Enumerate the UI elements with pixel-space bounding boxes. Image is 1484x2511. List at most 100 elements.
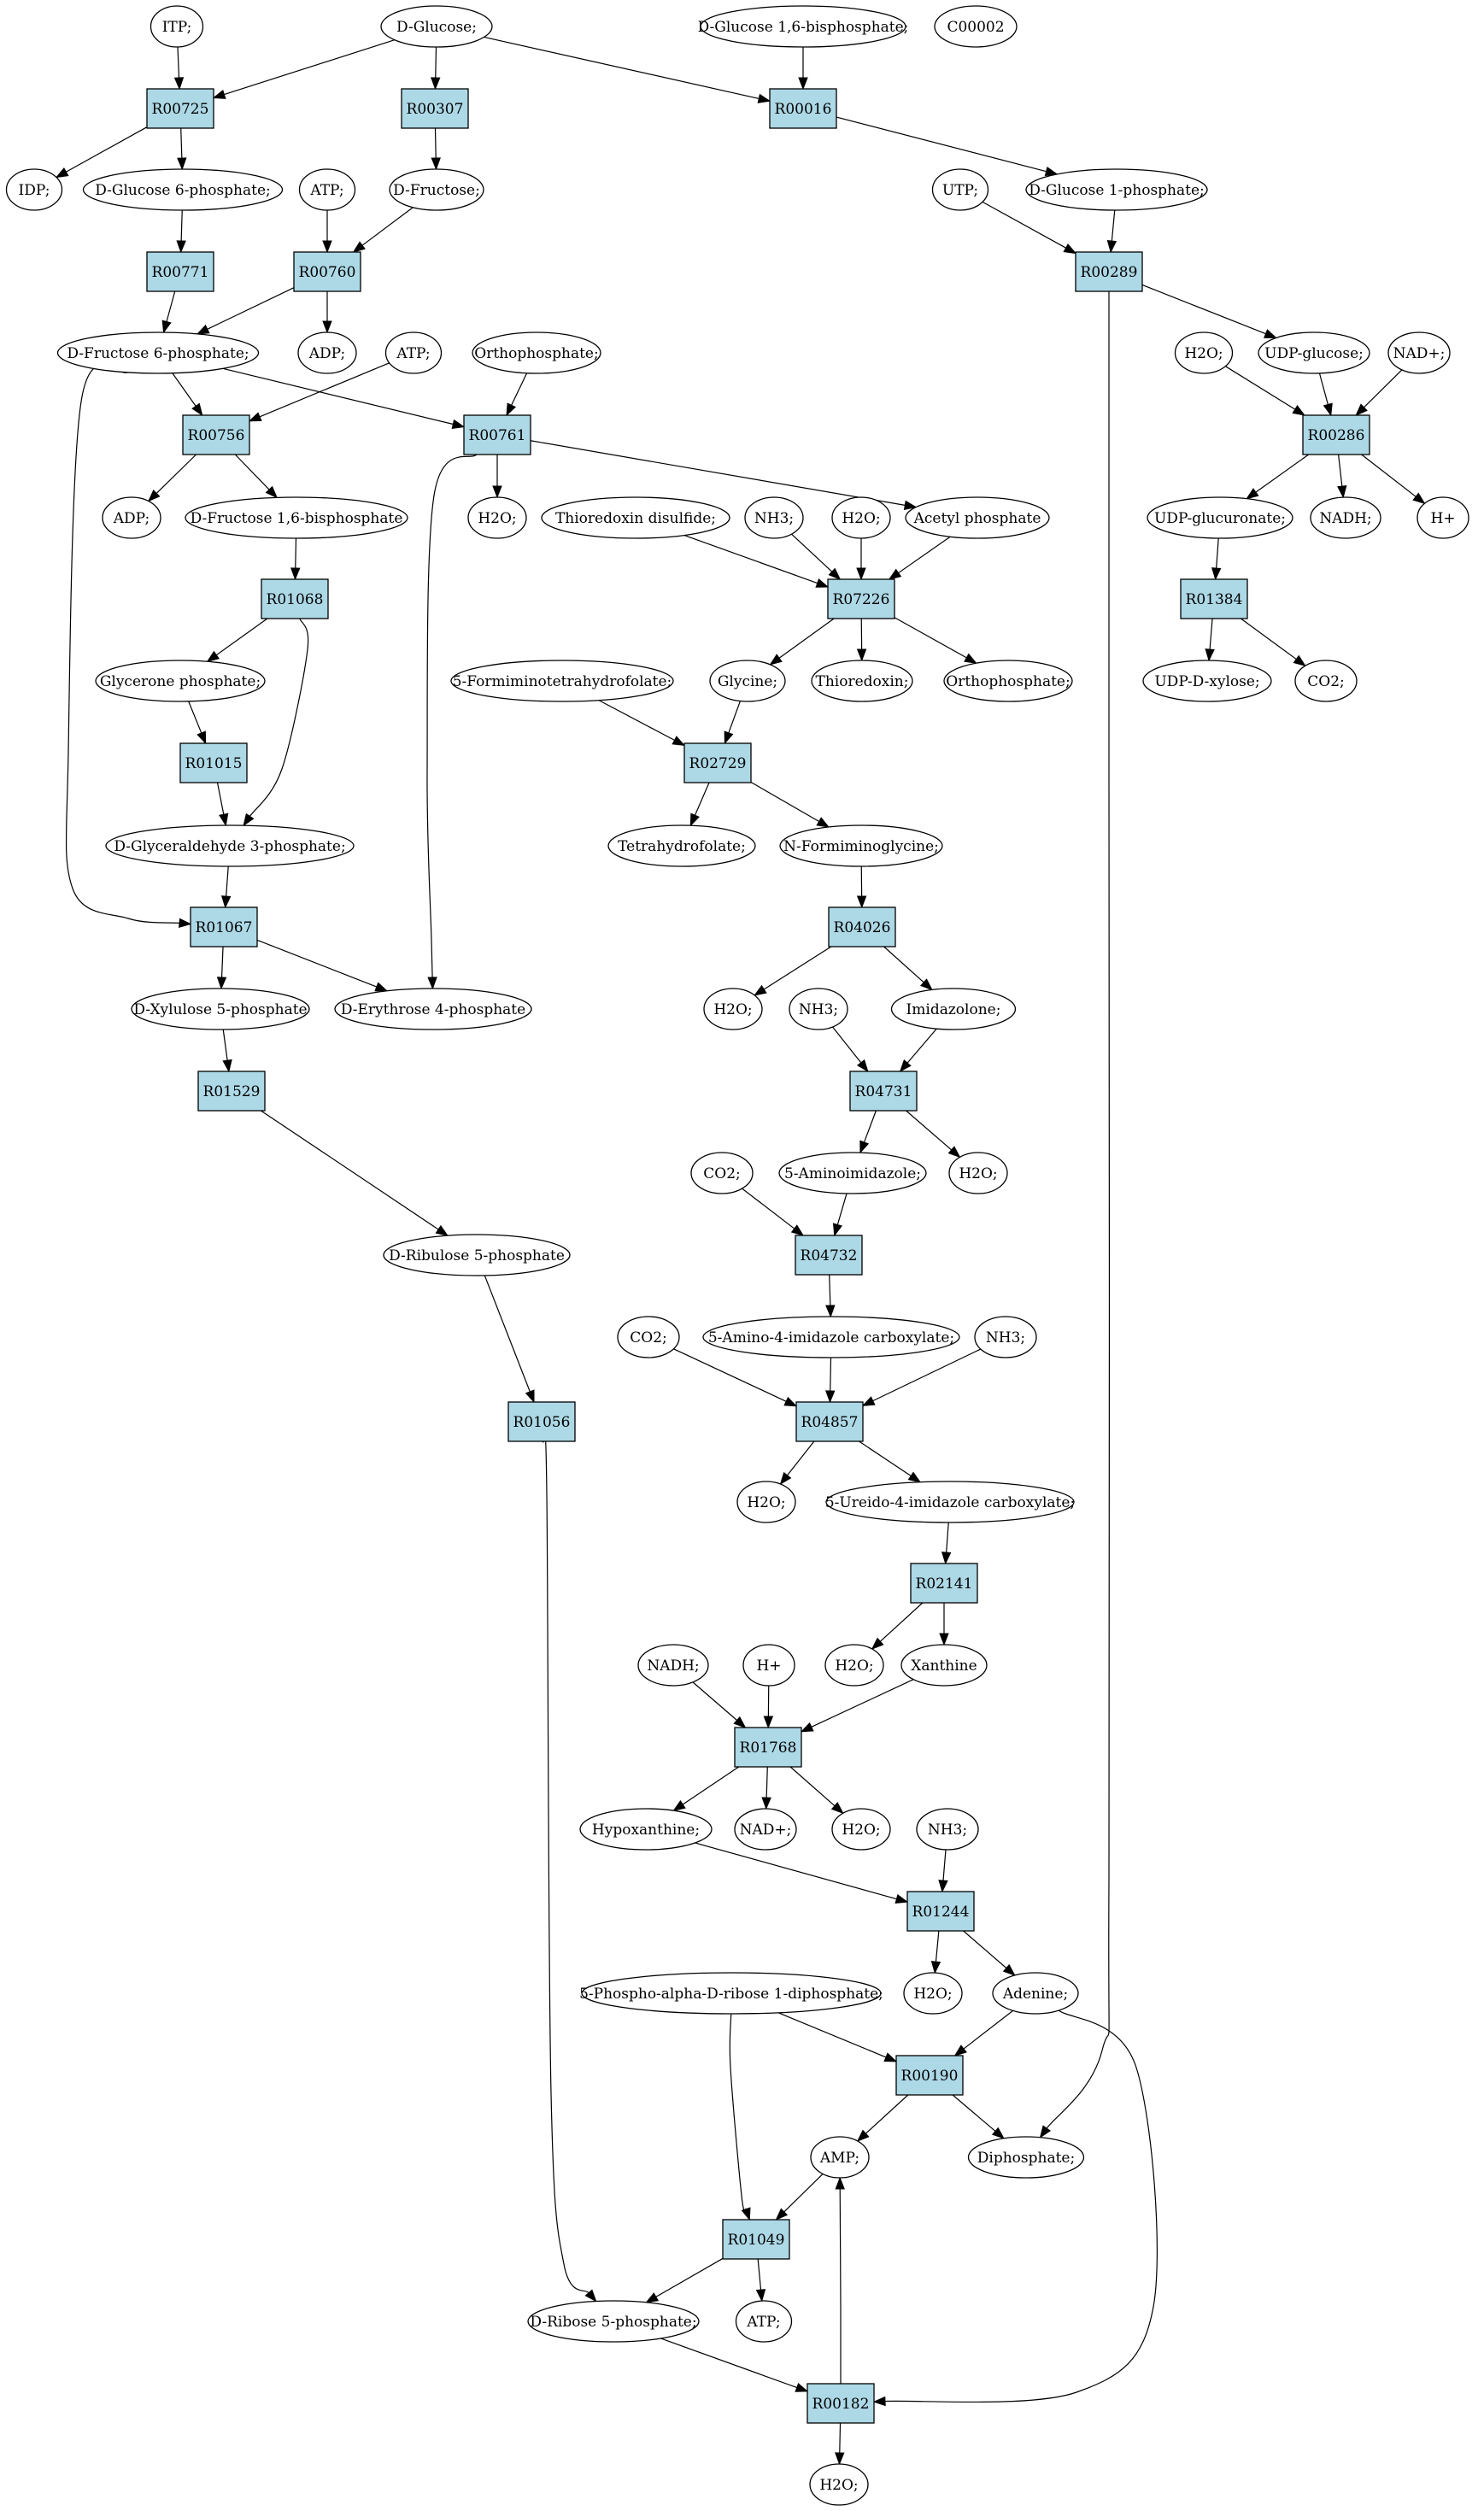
compound-node-df6p[interactable]: D-Fructose 6-phosphate; xyxy=(56,331,260,374)
compound-node-h2o_a[interactable]: H2O; xyxy=(1174,331,1234,374)
compound-node-atp3[interactable]: ATP; xyxy=(735,2300,793,2343)
compound-node-h2o_b[interactable]: H2O; xyxy=(467,496,527,539)
compound-node-hyp[interactable]: Hypoxanthine; xyxy=(579,1808,713,1851)
reaction-node-r01244[interactable]: R01244 xyxy=(906,1891,975,1932)
compound-node-co2_a[interactable]: CO2; xyxy=(1294,660,1358,702)
reaction-node-r00725[interactable]: R00725 xyxy=(146,88,214,129)
reaction-node-r01056[interactable]: R01056 xyxy=(507,1401,576,1442)
compound-node-atp1[interactable]: ATP; xyxy=(298,168,356,211)
node-label: ATP; xyxy=(396,345,430,362)
compound-node-acp[interactable]: Acetyl phosphate xyxy=(905,496,1050,539)
compound-node-dx5p[interactable]: D-Xylulose 5-phosphate xyxy=(131,988,310,1030)
compound-node-udpx[interactable]: UDP-D-xylose; xyxy=(1142,660,1272,702)
compound-node-h2o_d[interactable]: H2O; xyxy=(703,988,763,1030)
reaction-node-r01067[interactable]: R01067 xyxy=(190,906,258,947)
reaction-node-r00756[interactable]: R00756 xyxy=(182,414,250,455)
compound-node-nadp2[interactable]: NAD+; xyxy=(734,1808,797,1851)
reaction-node-r00286[interactable]: R00286 xyxy=(1302,414,1370,455)
compound-node-dglc[interactable]: D-Glucose; xyxy=(380,5,493,48)
compound-node-nfg[interactable]: N-Formiminoglycine; xyxy=(779,824,943,867)
compound-node-dg1p[interactable]: D-Glucose 1-phosphate; xyxy=(1025,168,1208,211)
compound-node-dg6p[interactable]: D-Glucose 6-phosphate; xyxy=(82,168,284,211)
compound-node-fthf[interactable]: 5-Formiminotetrahydrofolate; xyxy=(450,660,674,702)
reaction-node-r00016[interactable]: R00016 xyxy=(769,88,837,129)
compound-node-xan[interactable]: Xanthine xyxy=(900,1644,988,1687)
reaction-node-r00182[interactable]: R00182 xyxy=(807,2383,875,2424)
compound-node-udpg[interactable]: UDP-glucose; xyxy=(1258,331,1370,374)
compound-node-idp[interactable]: IDP; xyxy=(5,168,63,211)
reaction-node-r00190[interactable]: R00190 xyxy=(895,2055,964,2096)
arrowhead-r01049-to-dr5p xyxy=(645,2292,660,2303)
compound-node-c00002[interactable]: C00002 xyxy=(934,5,1018,48)
compound-node-h2o_f[interactable]: H2O; xyxy=(736,1481,796,1523)
arrowhead-r01068-to-dg3p xyxy=(243,813,255,827)
reaction-node-r01049[interactable]: R01049 xyxy=(722,2219,790,2260)
reaction-node-r01015[interactable]: R01015 xyxy=(179,742,248,783)
compound-node-dr5p[interactable]: D-Ribose 5-phosphate; xyxy=(527,2300,700,2343)
compound-node-hplus2[interactable]: H+ xyxy=(742,1644,795,1687)
reaction-node-r00771[interactable]: R00771 xyxy=(146,251,214,292)
arrowhead-r02141-to-xan xyxy=(939,1633,949,1646)
reaction-node-r02729[interactable]: R02729 xyxy=(683,742,752,783)
reaction-node-r04731[interactable]: R04731 xyxy=(849,1071,918,1112)
compound-node-dip[interactable]: Diphosphate; xyxy=(967,2136,1085,2179)
compound-node-h2o_j[interactable]: H2O; xyxy=(809,2463,869,2506)
compound-node-trxds[interactable]: Thioredoxin disulfide; xyxy=(541,496,730,539)
reaction-node-r04857[interactable]: R04857 xyxy=(795,1401,864,1442)
compound-node-udpga[interactable]: UDP-glucuronate; xyxy=(1147,496,1293,539)
compound-node-nadp[interactable]: NAD+; xyxy=(1387,331,1451,374)
compound-node-adp1[interactable]: ADP; xyxy=(297,331,357,374)
reaction-node-r04732[interactable]: R04732 xyxy=(795,1235,863,1276)
compound-node-h2o_h[interactable]: H2O; xyxy=(831,1808,891,1851)
reaction-node-r04026[interactable]: R04026 xyxy=(828,906,896,947)
compound-node-ortho1[interactable]: Orthophosphate; xyxy=(472,331,601,374)
reaction-node-r07226[interactable]: R07226 xyxy=(827,578,895,619)
reaction-node-r00761[interactable]: R00761 xyxy=(463,414,531,455)
compound-node-atp2[interactable]: ATP; xyxy=(384,331,443,374)
compound-node-aic[interactable]: 5-Amino-4-imidazole carboxylate; xyxy=(702,1316,960,1358)
reaction-node-r01768[interactable]: R01768 xyxy=(734,1727,802,1768)
compound-node-nadh2[interactable]: NADH; xyxy=(637,1644,709,1687)
compound-node-hplus1[interactable]: H+ xyxy=(1417,496,1469,539)
compound-node-itp[interactable]: ITP; xyxy=(150,5,204,48)
reaction-node-r00307[interactable]: R00307 xyxy=(401,88,469,129)
compound-node-ade[interactable]: Adenine; xyxy=(992,1972,1079,2015)
reaction-node-r01529[interactable]: R01529 xyxy=(197,1071,266,1112)
reaction-node-r00760[interactable]: R00760 xyxy=(293,251,361,292)
compound-node-h2o_g[interactable]: H2O; xyxy=(824,1644,884,1687)
compound-node-h2o_c[interactable]: H2O; xyxy=(831,496,891,539)
compound-node-nh3_a[interactable]: NH3; xyxy=(744,496,804,539)
compound-node-imz[interactable]: Imidazolone; xyxy=(890,988,1017,1030)
reaction-node-r00289[interactable]: R00289 xyxy=(1075,251,1143,292)
edge-ade-to-r00182 xyxy=(884,2009,1158,2403)
compound-node-dg3p[interactable]: D-Glyceraldehyde 3-phosphate; xyxy=(105,824,355,867)
reaction-node-r01384[interactable]: R01384 xyxy=(1180,578,1248,619)
compound-node-aimz[interactable]: 5-Aminoimidazole; xyxy=(778,1152,927,1194)
compound-node-prpp[interactable]: 5-Phospho-alpha-D-ribose 1-diphosphate; xyxy=(579,1972,883,2015)
compound-node-nh3_c[interactable]: NH3; xyxy=(974,1316,1037,1358)
compound-node-adp2[interactable]: ADP; xyxy=(102,496,161,539)
compound-node-dg16bp[interactable]: D-Glucose 1,6-bisphosphate; xyxy=(698,5,909,48)
compound-node-nh3_b[interactable]: NH3; xyxy=(789,988,848,1030)
compound-node-uic[interactable]: 5-Ureido-4-imidazole carboxylate; xyxy=(825,1481,1075,1523)
compound-node-nadh1[interactable]: NADH; xyxy=(1310,496,1381,539)
compound-node-co2_b[interactable]: CO2; xyxy=(690,1152,754,1194)
reaction-node-r01068[interactable]: R01068 xyxy=(261,578,329,619)
compound-node-utp[interactable]: UTP; xyxy=(931,168,989,211)
compound-node-de4p[interactable]: D-Erythrose 4-phosphate xyxy=(334,988,532,1030)
compound-node-h2o_e[interactable]: H2O; xyxy=(948,1152,1008,1194)
reaction-node-r02141[interactable]: R02141 xyxy=(910,1563,978,1604)
compound-node-amp[interactable]: AMP; xyxy=(810,2136,870,2179)
compound-node-gly[interactable]: Glycine; xyxy=(709,660,786,702)
compound-ellipse xyxy=(825,1481,1075,1523)
compound-node-trx[interactable]: Thioredoxin; xyxy=(811,660,913,702)
compound-node-glyp[interactable]: Glycerone phosphate; xyxy=(95,660,266,702)
compound-node-dru5p[interactable]: D-Ribulose 5-phosphate xyxy=(383,1234,571,1276)
compound-node-h2o_i[interactable]: H2O; xyxy=(903,1972,963,2015)
compound-node-df16bp[interactable]: D-Fructose 1,6-bisphosphate xyxy=(185,496,408,539)
compound-node-nh3_d[interactable]: NH3; xyxy=(916,1808,979,1851)
compound-node-ortho2[interactable]: Orthophosphate; xyxy=(943,660,1073,702)
compound-node-co2_c[interactable]: CO2; xyxy=(617,1316,680,1358)
compound-node-thf[interactable]: Tetrahydrofolate; xyxy=(607,824,756,867)
compound-node-dfru[interactable]: D-Fructose; xyxy=(389,168,484,211)
